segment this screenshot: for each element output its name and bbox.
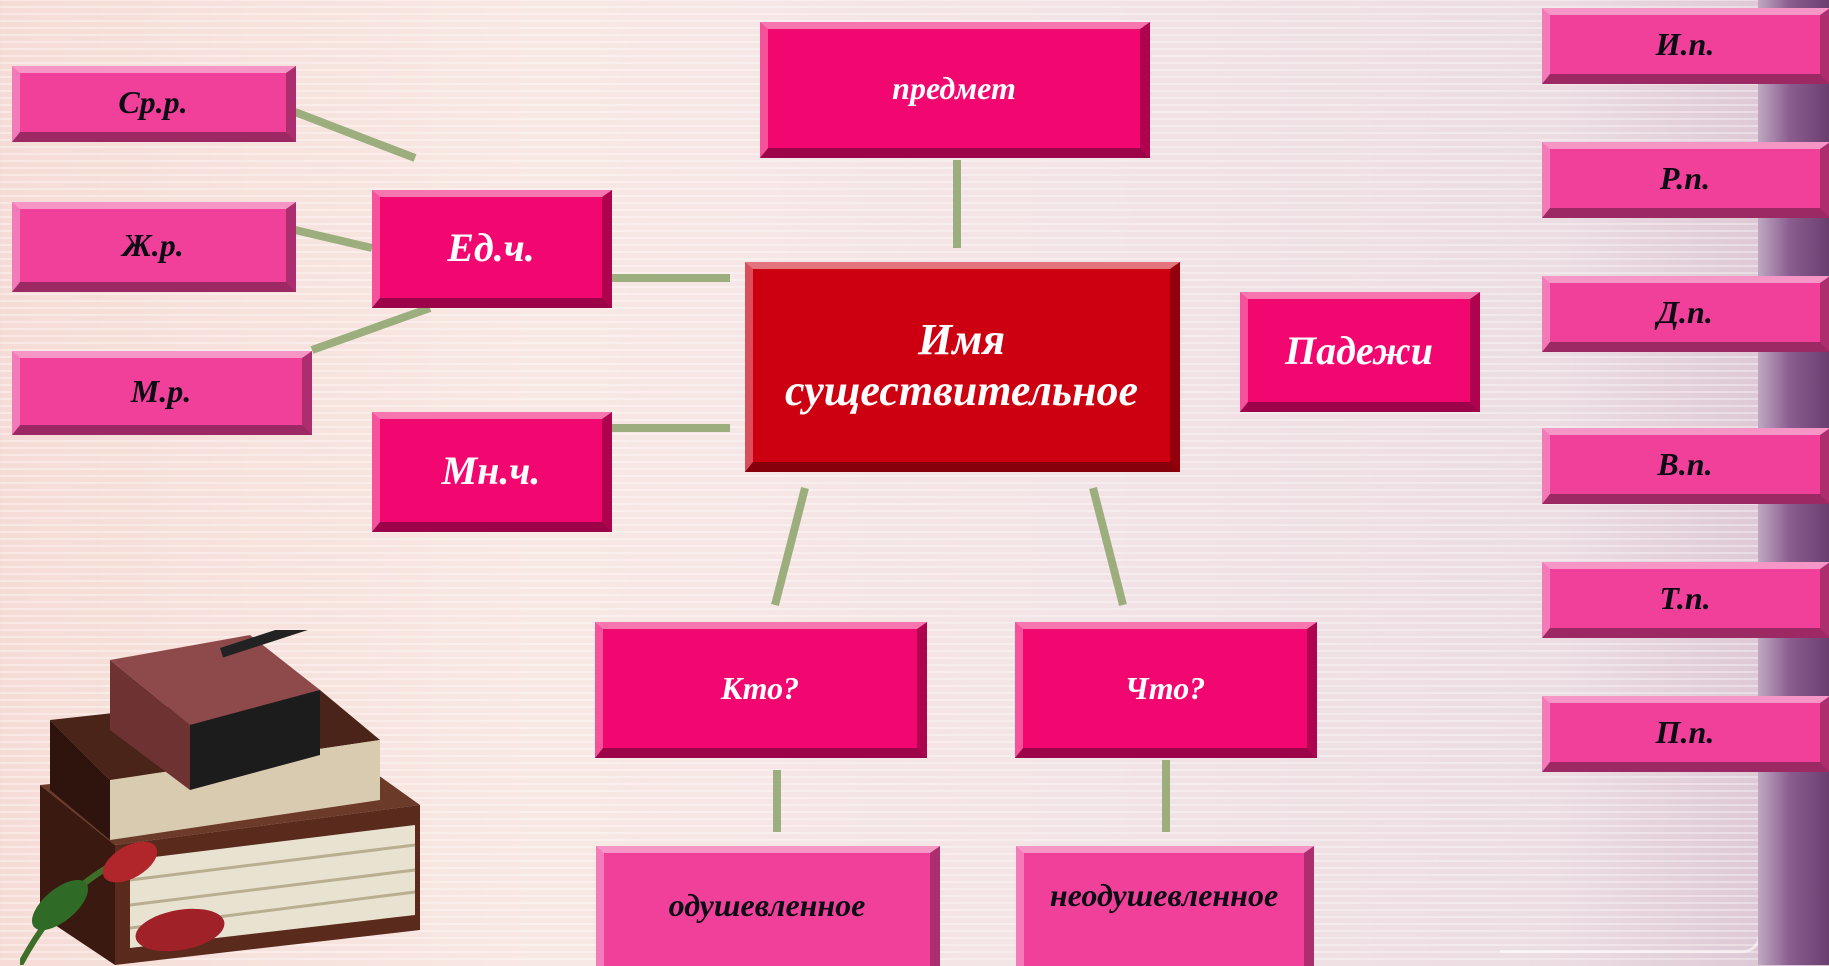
cases-label: Падежи bbox=[1284, 327, 1434, 373]
connector-sr-ed bbox=[293, 108, 417, 162]
gender-label: Ср.р. bbox=[118, 84, 188, 121]
singular-box: Ед.ч. bbox=[372, 190, 612, 308]
case-label: Р.п. bbox=[1659, 160, 1711, 197]
what-label: Что? bbox=[1124, 670, 1206, 707]
who-label: Кто? bbox=[720, 670, 800, 707]
plural-box: Мн.ч. bbox=[372, 412, 612, 532]
connector-center-what bbox=[1089, 487, 1127, 606]
case-box-accusative: В.п. bbox=[1542, 428, 1829, 504]
cases-box: Падежи bbox=[1240, 292, 1480, 412]
object-box: предмет bbox=[760, 22, 1150, 158]
gender-label: М.р. bbox=[130, 373, 192, 410]
gender-label: Ж.р. bbox=[122, 227, 184, 264]
case-label: В.п. bbox=[1657, 446, 1713, 483]
noun-central-box: Имя существительное bbox=[745, 262, 1180, 472]
connector-center-who bbox=[771, 487, 809, 606]
connector-zh-ed bbox=[294, 226, 373, 252]
gender-box-feminine: Ж.р. bbox=[12, 202, 296, 292]
books-illustration bbox=[20, 630, 420, 965]
who-box: Кто? bbox=[595, 622, 927, 758]
case-label: Т.п. bbox=[1659, 580, 1711, 617]
case-label: Д.п. bbox=[1657, 294, 1713, 331]
animate-label: одушевленное bbox=[668, 887, 866, 923]
case-label: И.п. bbox=[1655, 26, 1715, 63]
plural-label: Мн.ч. bbox=[441, 447, 541, 493]
what-box: Что? bbox=[1015, 622, 1317, 758]
connector-m-ed bbox=[310, 304, 432, 354]
object-label: предмет bbox=[892, 70, 1016, 107]
central-label: Имя существительное bbox=[785, 314, 1138, 415]
gender-box-masculine: М.р. bbox=[12, 351, 312, 435]
animate-box: одушевленное bbox=[596, 846, 940, 966]
case-box-dative: Д.п. bbox=[1542, 276, 1829, 352]
case-box-genitive: Р.п. bbox=[1542, 142, 1829, 218]
singular-label: Ед.ч. bbox=[447, 224, 535, 270]
case-box-nominative: И.п. bbox=[1542, 8, 1829, 84]
inanimate-box: неодушевленное bbox=[1016, 846, 1314, 966]
case-box-prepositional: П.п. bbox=[1542, 696, 1829, 772]
case-label: П.п. bbox=[1655, 714, 1715, 751]
inanimate-label: неодушевленное bbox=[1049, 877, 1279, 913]
case-box-instrumental: Т.п. bbox=[1542, 562, 1829, 638]
gender-box-neuter: Ср.р. bbox=[12, 66, 296, 142]
